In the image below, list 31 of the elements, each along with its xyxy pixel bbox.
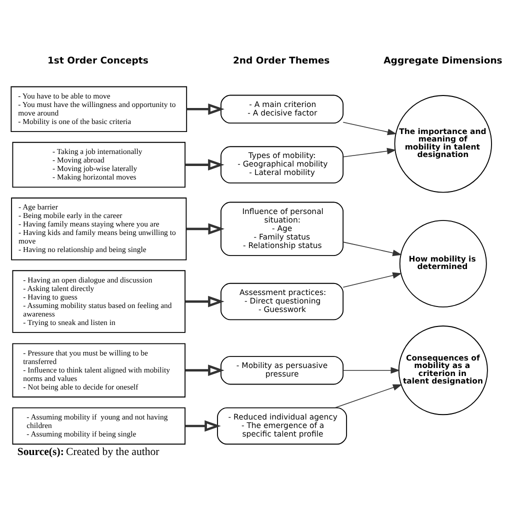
arrow — [185, 295, 224, 307]
node-box: - A main criterion - A decisive factor — [220, 94, 344, 124]
node-circle: How mobility is determined — [399, 219, 487, 307]
caption: Source(s): Created by the author — [17, 446, 160, 458]
arrow — [342, 121, 397, 135]
node-box: Types of mobility: - Geographical mobility - Lateral mobility — [220, 146, 344, 183]
node-box: - Mobility as persuasive pressure — [220, 355, 344, 384]
arrow — [185, 420, 221, 432]
node-circle: Consequences of mobility as a criterion in talent designation — [398, 325, 488, 415]
arrow — [342, 147, 396, 157]
node-box: - Assuming mobility if young and not having children - Assuming mobility if being single — [12, 406, 186, 444]
arrow — [185, 364, 224, 376]
arrow — [186, 222, 224, 234]
arrow — [342, 241, 402, 256]
node-box: Assessment practices: - Direct questioning - Guesswork — [220, 282, 344, 320]
arrow — [186, 102, 224, 114]
arrow — [342, 272, 402, 288]
label: Aggregate Dimensions — [384, 55, 502, 66]
node-box: - Age barrier - Being mobile early in the career - Having family means staying where you are - Having kids and family means being unwilling to move - Having no relationship and being single — [11, 197, 187, 260]
node-box: - Taking a job internationally - Moving abroad - Moving job-wise laterally - Making horizontal moves — [12, 141, 186, 188]
node-box: - Having an open dialogue and discussion - Asking talent directly - Having to guess - Assuming mobility status based on feeling and awareness - Trying to sneak and listen in — [12, 270, 186, 332]
node-box: - You have to be able to move - You must have the willingness and opportunity to move around - Mobility is one of the basic criteria — [10, 86, 188, 132]
label: 1st Order Concepts — [47, 55, 148, 66]
label: 2nd Order Themes — [232, 55, 330, 66]
arrow — [334, 384, 402, 408]
node-circle: The importance and meaning of mobility in talent designation — [394, 94, 492, 192]
node-box: - Pressure that you must be willing to be transferred - Influence to think talent aligned with mobility norms and values - Not being able to decide for oneself — [12, 342, 186, 397]
node-box: Influence of personal situation: - Age - Family status - Relationship status — [220, 201, 344, 256]
arrow — [185, 158, 224, 170]
node-box: - Reduced individual agency - The emergence of a specific talent profile — [217, 406, 348, 444]
arrow — [342, 366, 400, 374]
